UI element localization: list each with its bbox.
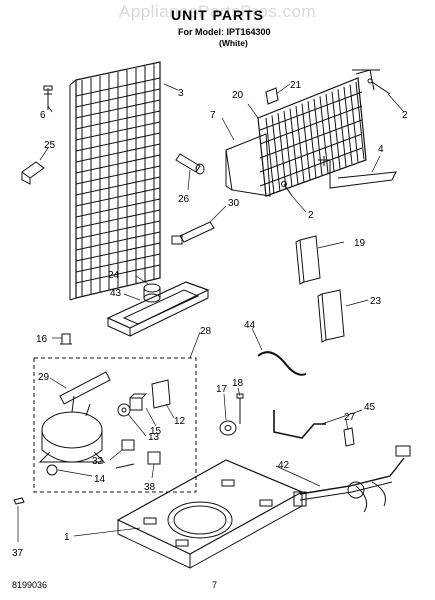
condenser-wire: [75, 231, 161, 251]
callout-21: 21: [290, 80, 302, 91]
condenser-wire: [75, 242, 161, 262]
compressor-14: [38, 395, 106, 476]
callout-23: 23: [370, 296, 382, 307]
tube-44: [257, 351, 307, 376]
callout-2-upper: 2: [402, 110, 408, 121]
evaporator-tube: [259, 91, 363, 131]
tube-45: [273, 410, 326, 439]
callout-13: 13: [148, 432, 160, 443]
condenser-wire: [75, 121, 161, 141]
callout-24: 24: [108, 270, 120, 281]
cover-12: [151, 379, 171, 409]
callout-16: 16: [36, 334, 48, 345]
condenser-wire: [75, 99, 161, 119]
callout-45: 45: [364, 402, 376, 413]
evaporator-fin: [325, 93, 335, 172]
callout-43: 43: [110, 288, 122, 299]
condenser-wire: [75, 77, 161, 97]
condenser-wire: [75, 220, 161, 240]
callout-37: 37: [12, 548, 24, 559]
screw-2-lower: [281, 181, 293, 197]
evaporator-tube: [259, 147, 363, 187]
connector-38: [115, 451, 161, 469]
condenser-wire: [75, 187, 161, 207]
callout-2-lower: 2: [308, 210, 314, 221]
watermark: AppliancePartsPros.com: [118, 2, 317, 21]
callout-1: 1: [64, 532, 70, 543]
callout-25: 25: [44, 140, 56, 151]
callout-14: 14: [94, 474, 106, 485]
condenser-wire: [75, 154, 161, 174]
callout-29: 29: [38, 372, 50, 383]
compressor-kit-box-28: [33, 357, 197, 493]
callout-17: 17: [216, 384, 228, 395]
insulation-19: [295, 235, 321, 285]
callout-6: 6: [40, 110, 46, 121]
condenser-wire: [75, 143, 161, 163]
condenser-wire: [75, 88, 161, 108]
callout-42: 42: [278, 460, 290, 471]
evaporator-tube: [259, 119, 363, 159]
callout-18: 18: [232, 378, 244, 389]
condenser-wire: [75, 253, 161, 273]
base-plate-1: [116, 459, 304, 569]
capacitor-32: [121, 439, 135, 451]
callout-38: 38: [144, 482, 156, 493]
wire-harness-42: [293, 445, 411, 513]
callout-20: 20: [232, 90, 244, 101]
model-number: For Model: IPT164300: [178, 27, 271, 37]
callout-19: 19: [354, 238, 366, 249]
grommet-17: [219, 420, 237, 436]
clip-16: [60, 333, 72, 345]
insulation-23: [317, 289, 345, 343]
callout-15: 15: [150, 426, 162, 437]
condenser-wire: [75, 110, 161, 130]
callout-labels: 3 6 25 26 30 24 43 16 28 29 15 12 13 32 …: [12, 80, 408, 559]
evaporator-tube: [259, 133, 363, 173]
condenser-wire: [75, 132, 161, 152]
spacer-24: [143, 283, 161, 303]
bracket-25: [21, 161, 45, 185]
page-title: UNIT PARTS: [171, 7, 264, 23]
evaporator-tube: [259, 105, 363, 145]
callout-4: 4: [378, 144, 384, 155]
screw-18: [236, 393, 244, 424]
model-color: (White): [219, 38, 248, 48]
clip-21: [265, 87, 279, 105]
callout-30: 30: [228, 198, 240, 209]
condenser-coil: [69, 61, 161, 301]
relay-15: [129, 393, 148, 411]
condenser-wire: [75, 165, 161, 185]
document-number: 8199036: [12, 580, 48, 590]
screw-2-upper: [367, 78, 391, 95]
callout-32: 32: [92, 456, 104, 467]
callout-12: 12: [174, 416, 186, 427]
condenser-wire: [75, 209, 161, 229]
overload-13: [117, 403, 131, 417]
page-number: 7: [212, 580, 218, 590]
clip-27: [343, 427, 355, 447]
leader-lines: [17, 83, 405, 542]
drier-30: [171, 221, 215, 245]
tube-29: [59, 371, 111, 405]
callout-27: 27: [344, 412, 356, 423]
evaporator-assembly: [225, 69, 397, 197]
callout-44: 44: [244, 320, 256, 331]
condenser-wire: [75, 198, 161, 218]
callout-28: 28: [200, 326, 212, 337]
callout-7: 7: [210, 110, 216, 121]
condenser-wire: [75, 176, 161, 196]
label-37: [13, 497, 25, 505]
callout-26: 26: [178, 194, 190, 205]
grommet-26: [175, 153, 205, 175]
condenser-wire: [75, 264, 161, 284]
evaporator-fin: [313, 98, 323, 176]
callout-3: 3: [178, 88, 184, 99]
